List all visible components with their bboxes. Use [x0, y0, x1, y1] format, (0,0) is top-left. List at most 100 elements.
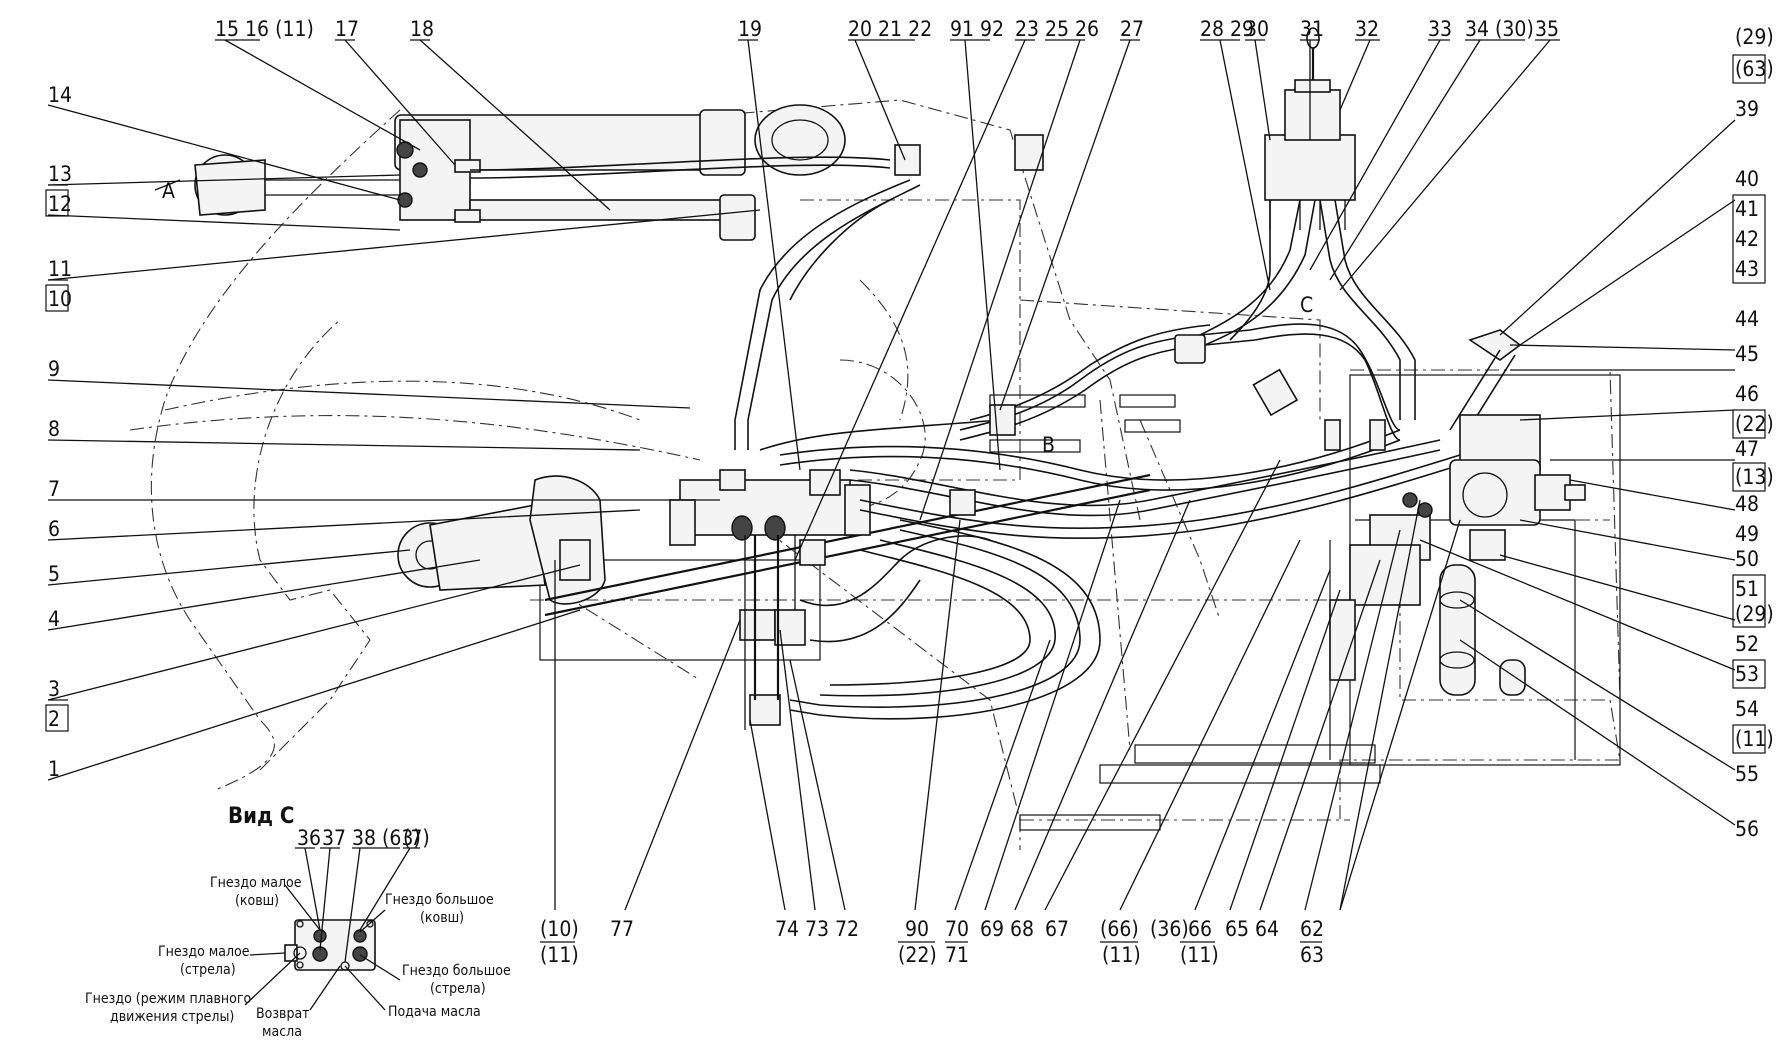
callout-36p: (36): [1150, 917, 1189, 941]
view-c-title: Вид С: [228, 804, 294, 829]
callout-13: 13: [48, 162, 72, 186]
callout-50: 50: [1735, 547, 1759, 571]
callout-63b: 63: [1300, 943, 1324, 967]
callout-66: 66: [1188, 917, 1212, 941]
callouts-right: (29) (63) 39 40 41 42 43 44 45 46 (22) 4…: [1732, 25, 1774, 841]
callout-32: 32: [1355, 17, 1379, 41]
callout-3: 3: [48, 677, 60, 701]
callout-29a: (29): [1735, 25, 1774, 49]
callout-30: 30: [1245, 17, 1269, 41]
callout-11r: (11): [1735, 727, 1774, 751]
callout-35: 35: [1535, 17, 1559, 41]
callout-74: 74: [775, 917, 799, 941]
callout-11c: (11): [1102, 943, 1141, 967]
callout-51: 51: [1735, 577, 1759, 601]
callout-27: 27: [1120, 17, 1144, 41]
callout-25-26: 25 26: [1045, 17, 1099, 41]
pump-assembly: [1324, 329, 1586, 696]
callout-5: 5: [48, 562, 60, 586]
callout-33: 33: [1428, 17, 1452, 41]
callout-22r: (22): [1735, 412, 1774, 436]
callout-49: 49: [1735, 522, 1759, 546]
control-valve: [669, 469, 871, 730]
callout-17: 17: [335, 17, 359, 41]
joystick-control: [1264, 27, 1356, 230]
view-mark-b: В: [1042, 433, 1055, 457]
callout-56: 56: [1735, 817, 1759, 841]
view-mark-c: С: [1300, 293, 1313, 317]
callout-44: 44: [1735, 307, 1759, 331]
callout-68: 68: [1010, 917, 1034, 941]
callout-8: 8: [48, 417, 60, 441]
callout-43: 43: [1735, 257, 1759, 281]
callout-19: 19: [738, 17, 762, 41]
callout-11d: (11): [1180, 943, 1219, 967]
callout-62: 62: [1300, 917, 1324, 941]
label-small-boom-2: (стрела): [180, 962, 236, 978]
callout-55: 55: [1735, 762, 1759, 786]
callout-38-63: 38 (63): [352, 826, 421, 850]
callout-20-21-22: 20 21 22: [848, 17, 932, 41]
callout-91-92: 91 92: [950, 17, 1004, 41]
callout-23: 23: [1015, 17, 1039, 41]
callout-46: 46: [1735, 382, 1759, 406]
callout-7: 7: [48, 477, 60, 501]
callout-77: 77: [610, 917, 634, 941]
view-c-inset: [244, 847, 420, 1011]
label-oil-return-1: Возврат: [256, 1006, 310, 1022]
callout-71: 71: [945, 943, 969, 967]
callout-4: 4: [48, 607, 60, 631]
callout-63a: (63): [1735, 57, 1774, 81]
callout-14: 14: [48, 83, 72, 107]
label-large-boom-1: Гнездо большое: [402, 963, 511, 979]
callout-11: 11: [48, 257, 72, 281]
callout-65: 65: [1225, 917, 1249, 941]
callout-39: 39: [1735, 97, 1759, 121]
callout-53: 53: [1735, 662, 1759, 686]
callout-1: 1: [48, 757, 60, 781]
callout-15-16-11: 15 16 (11): [215, 17, 314, 41]
leader-lines: [47, 39, 1736, 911]
callout-42: 42: [1735, 227, 1759, 251]
hose-bundle: [734, 199, 1461, 720]
callout-18: 18: [410, 17, 434, 41]
callouts-bottom: (10) (11) 77 74 73 72 90 (22) 70 71 69 6…: [540, 917, 1324, 967]
label-large-boom-2: (стрела): [430, 981, 486, 997]
callout-31: 31: [1300, 17, 1324, 41]
callout-70: 70: [945, 917, 969, 941]
callout-90: 90: [905, 917, 929, 941]
callouts-top: 15 16 (11) 17 18 19 20 21 22 91 92 23 25…: [215, 17, 1559, 41]
hose-fittings: [719, 334, 1299, 566]
label-small-bucket-2: (ковш): [235, 893, 279, 909]
bucket-cylinder: [397, 473, 1151, 617]
callout-13r: (13): [1735, 465, 1774, 489]
label-float-mode-1: Гнездо (режим плавного: [85, 991, 251, 1007]
callout-48: 48: [1735, 492, 1759, 516]
callout-6: 6: [48, 517, 60, 541]
label-large-bucket-2: (ковш): [420, 910, 464, 926]
callout-69: 69: [980, 917, 1004, 941]
callout-36: 36: [297, 826, 321, 850]
callout-67: 67: [1045, 917, 1069, 941]
boom-cylinder: [194, 109, 756, 241]
callout-22b: (22): [898, 943, 937, 967]
callout-11b: (11): [540, 943, 579, 967]
callout-28-29: 28 29: [1200, 17, 1254, 41]
callout-73: 73: [805, 917, 829, 941]
label-large-bucket-1: Гнездо большое: [385, 892, 494, 908]
callout-9: 9: [48, 357, 60, 381]
callout-52: 52: [1735, 632, 1759, 656]
callout-47: 47: [1735, 437, 1759, 461]
label-float-mode-2: движения стрелы): [110, 1009, 234, 1025]
callout-45: 45: [1735, 342, 1759, 366]
callout-41: 41: [1735, 197, 1759, 221]
callout-10b: (10): [540, 917, 579, 941]
callout-34-30: 34 (30): [1465, 17, 1534, 41]
label-oil-supply: Подача масла: [388, 1004, 481, 1020]
callout-66p: (66): [1100, 917, 1139, 941]
label-small-boom-1: Гнездо малое: [158, 944, 250, 960]
callout-2: 2: [48, 707, 60, 731]
callout-7p: (7): [403, 826, 430, 850]
